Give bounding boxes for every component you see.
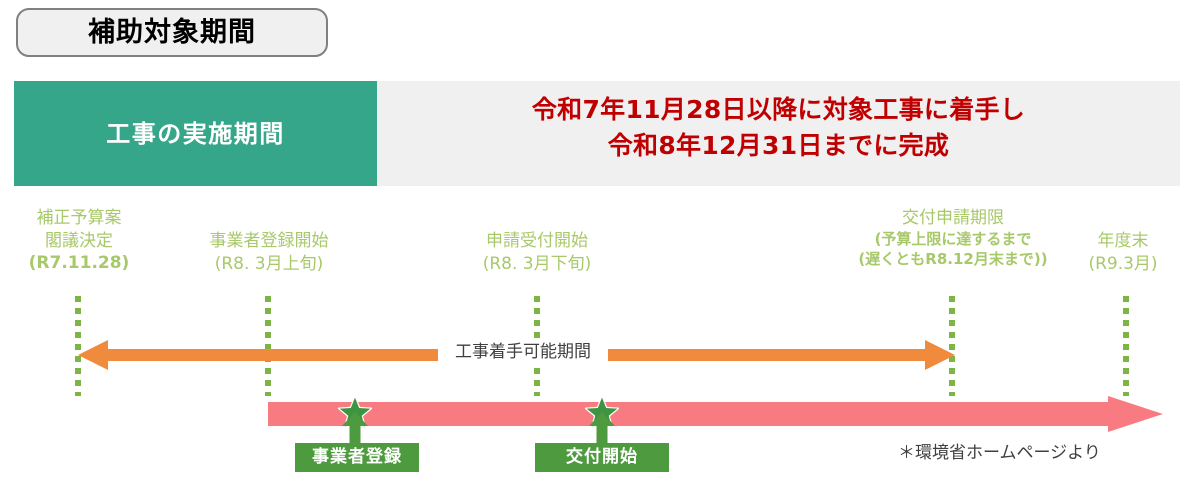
milestone-5-line-1: 年度末 <box>1097 231 1149 251</box>
page-title-badge: 補助対象期間 <box>16 8 328 57</box>
eligibility-headline-line-1: 令和7年11月28日以降に対象工事に着手し <box>531 95 1026 124</box>
construction-implementation-period-label: 工事の実施期間 <box>106 119 285 148</box>
milestone-label-business-registration-start: 事業者登録開始 (R8. 3月上旬) <box>191 230 347 275</box>
milestone-4-line-2: (予算上限に達するまで <box>874 229 1032 248</box>
callout-label-grant-start: 交付開始 <box>566 447 638 467</box>
callout-box-grant-start[interactable]: 交付開始 <box>535 443 669 472</box>
callout-arrow-grant-start <box>589 412 615 446</box>
milestone-dashed-line-2 <box>265 296 271 396</box>
construction-implementation-period-panel: 工事の実施期間 <box>14 81 377 186</box>
milestone-5-line-2: (R9.3月) <box>1088 253 1158 274</box>
milestone-1-line-3: (R7.11.28) <box>28 253 130 274</box>
callout-box-business-registration[interactable]: 事業者登録 <box>295 443 419 472</box>
milestone-4-line-1: 交付申請期限 <box>902 208 1004 228</box>
milestone-2-line-1: 事業者登録開始 <box>209 231 329 251</box>
eligibility-headline-line-2: 令和8年12月31日までに完成 <box>607 130 950 160</box>
callout-label-business-registration: 事業者登録 <box>312 447 402 467</box>
milestone-label-supplementary-budget-cabinet-decision: 補正予算案 閣議決定 (R7.11.28) <box>8 207 150 275</box>
milestone-dashed-line-4 <box>949 296 955 396</box>
eligibility-headline: 令和7年11月28日以降に対象工事に着手し 令和8年12月31日までに完成 <box>377 92 1180 163</box>
callout-arrow-business-registration <box>342 412 368 446</box>
construction-start-period-label: 工事着手可能期間 <box>438 340 608 365</box>
milestone-2-line-2: (R8. 3月上旬) <box>214 253 324 274</box>
milestone-label-fiscal-year-end: 年度末 (R9.3月) <box>1058 230 1188 275</box>
milestone-1-line-2: 閣議決定 <box>45 230 113 251</box>
page-title: 補助対象期間 <box>88 17 256 48</box>
milestone-dashed-line-5 <box>1123 296 1129 396</box>
milestone-3-line-2: (R8. 3月下旬) <box>482 253 592 274</box>
milestone-3-line-1: 申請受付開始 <box>486 231 588 251</box>
milestone-1-line-1: 補正予算案 <box>36 208 122 228</box>
milestone-label-grant-application-deadline: 交付申請期限 (予算上限に達するまで (遅くともR8.12月末まで)) <box>835 207 1071 269</box>
source-footnote: ＊環境省ホームページより <box>898 443 1101 463</box>
milestone-4-line-3: (遅くともR8.12月末まで)) <box>858 249 1048 268</box>
milestone-dashed-line-1 <box>75 296 81 396</box>
overall-timeline-arrow <box>268 396 1163 432</box>
milestone-label-application-acceptance-start: 申請受付開始 (R8. 3月下旬) <box>459 230 615 275</box>
